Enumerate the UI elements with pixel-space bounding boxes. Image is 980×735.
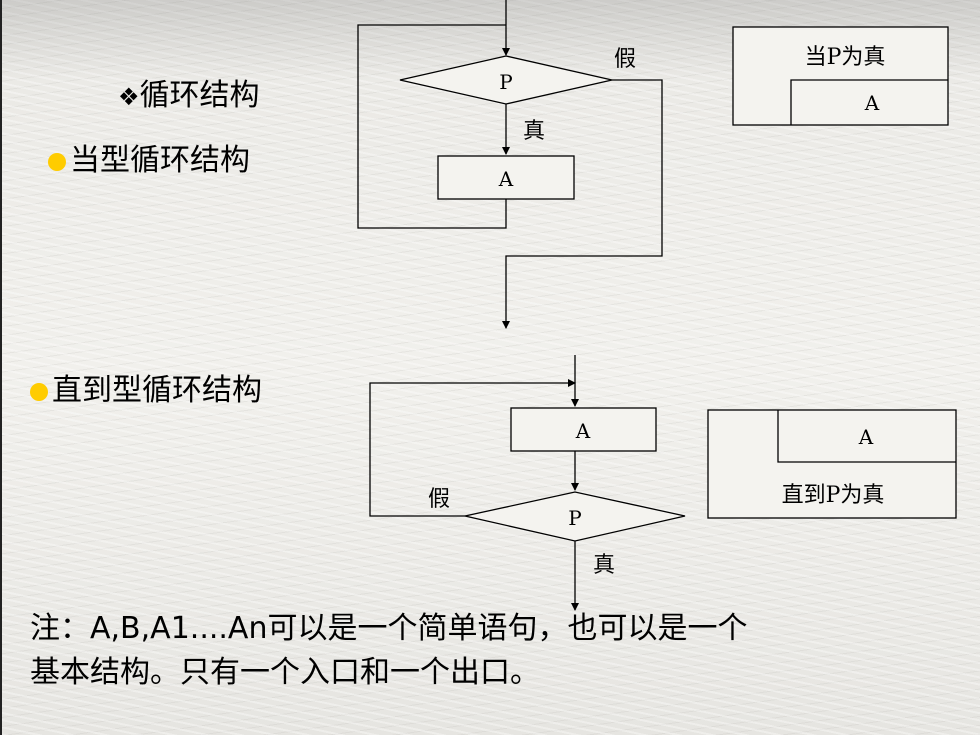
until-body-box	[510, 407, 657, 452]
title: ❖循环结构	[118, 70, 260, 114]
title-text: 循环结构	[139, 78, 260, 113]
while-false-exit	[502, 79, 663, 329]
while-body-box	[437, 155, 575, 200]
while-ns-condition: 当P为真	[805, 45, 886, 70]
until-ns-outer	[707, 409, 957, 519]
until-loop-heading: 直到型循环结构	[30, 365, 262, 409]
while-ns-outer	[732, 26, 949, 126]
while-loop-back	[357, 24, 507, 229]
until-true-label: 真	[593, 553, 615, 578]
while-false-label: 假	[614, 47, 636, 72]
until-condition-label: P	[568, 506, 581, 530]
bullet-icon	[48, 153, 66, 171]
until-loop-back	[369, 379, 576, 517]
until-ns-condition: 直到P为真	[782, 483, 885, 508]
note-line-1: 注：A,B,A1....An可以是一个简单语句，也可以是一个	[30, 611, 748, 646]
while-ns-inner	[790, 79, 948, 125]
diamond-bullet-icon: ❖	[118, 83, 140, 111]
until-false-label: 假	[428, 487, 450, 512]
until-body-label: A	[575, 419, 591, 443]
note-line-2: 基本结构。只有一个入口和一个出口。	[30, 655, 540, 690]
bullet-icon	[30, 383, 48, 401]
until-ns-inner	[777, 410, 956, 463]
while-loop-heading: 当型循环结构	[48, 135, 250, 179]
until-ns-body: A	[858, 425, 874, 449]
while-body-label: A	[498, 167, 514, 191]
until-condition-diamond	[464, 491, 686, 542]
while-condition-label: P	[499, 70, 512, 94]
while-ns-body: A	[864, 91, 880, 115]
left-border	[0, 0, 2, 735]
while-true-label: 真	[523, 119, 545, 144]
